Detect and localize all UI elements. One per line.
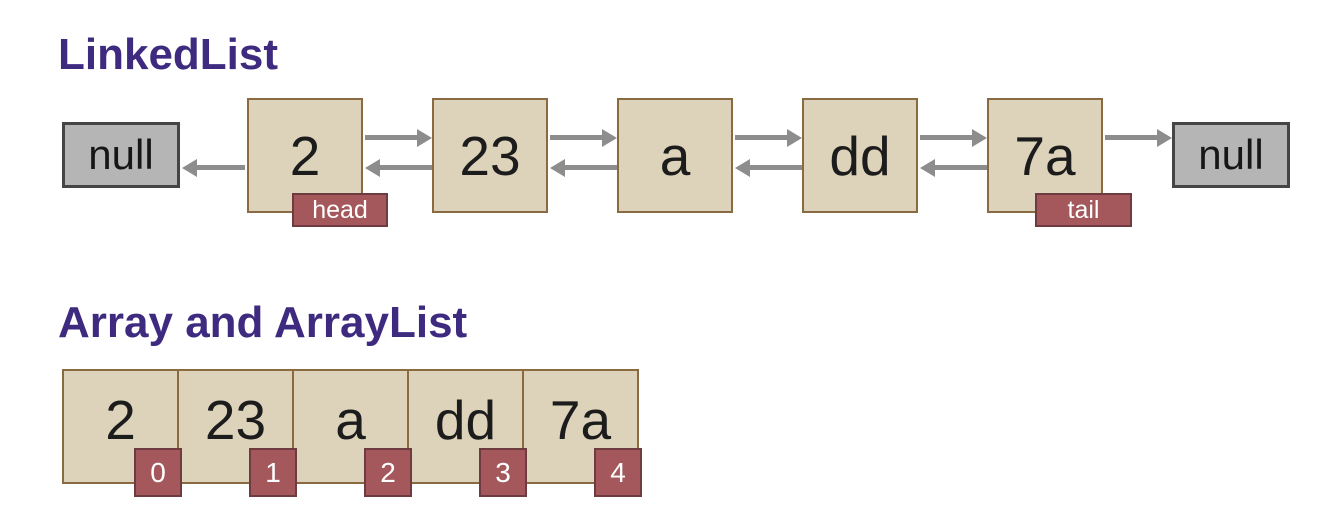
index-badge-0: 0 (134, 448, 182, 497)
head-badge: head (292, 193, 388, 227)
prev-pointer-arrow (935, 165, 987, 170)
index-badge-3: 3 (479, 448, 527, 497)
linkedlist-node-3: dd (802, 98, 918, 213)
next-pointer-arrow (365, 135, 417, 140)
prev-pointer-arrow-to-null (197, 165, 245, 170)
next-pointer-arrow (920, 135, 972, 140)
null-box-left: null (62, 122, 180, 188)
tail-badge: tail (1035, 193, 1132, 227)
array-title: Array and ArrayList (58, 298, 468, 347)
linkedlist-node-2: a (617, 98, 733, 213)
index-badge-1: 1 (249, 448, 297, 497)
linkedlist-node-1: 23 (432, 98, 548, 213)
index-badge-4: 4 (594, 448, 642, 497)
next-pointer-arrow (550, 135, 602, 140)
prev-pointer-arrow (565, 165, 617, 170)
prev-pointer-arrow (750, 165, 802, 170)
null-box-right: null (1172, 122, 1290, 188)
linkedlist-title: LinkedList (58, 30, 279, 79)
index-badge-2: 2 (364, 448, 412, 497)
next-pointer-arrow (735, 135, 787, 140)
prev-pointer-arrow (380, 165, 432, 170)
next-pointer-arrow-to-null (1105, 135, 1157, 140)
